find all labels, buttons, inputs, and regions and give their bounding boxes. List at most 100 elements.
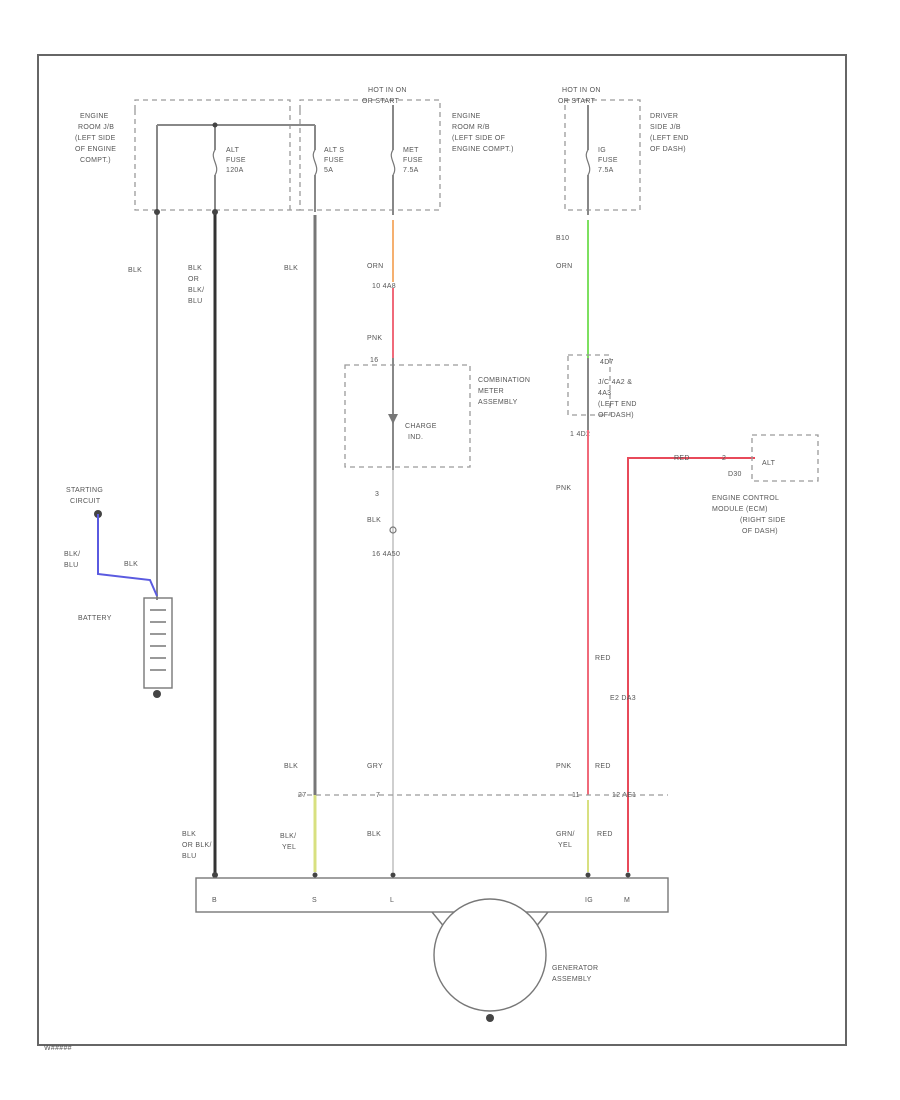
svg-text:7: 7 (376, 792, 380, 799)
charge-lamp-wire: 3 BLK 16 4A50 GRY BLK 7 (367, 470, 400, 872)
svg-text:COMPT.): COMPT.) (80, 157, 111, 164)
svg-text:16: 16 (370, 357, 378, 364)
engine-room-rb-label: ENGINE ROOM R/B (LEFT SIDE OF ENGINE COM… (452, 113, 514, 153)
svg-text:BLK: BLK (188, 265, 202, 272)
svg-text:GENERATOR: GENERATOR (552, 965, 598, 972)
svg-text:ORN: ORN (556, 263, 572, 270)
svg-text:J/C 4A2 &: J/C 4A2 & (598, 379, 632, 386)
svg-text:ENGINE: ENGINE (80, 113, 109, 120)
svg-text:IG: IG (585, 897, 593, 904)
svg-text:D30: D30 (728, 471, 742, 478)
svg-text:10 4A8: 10 4A8 (372, 283, 396, 290)
svg-text:120A: 120A (226, 167, 244, 174)
svg-text:BLK: BLK (367, 517, 381, 524)
driver-side-jb-label: DRIVER SIDE J/B (LEFT END OF DASH) (650, 113, 688, 153)
svg-text:OF DASH): OF DASH) (598, 412, 634, 419)
svg-text:7.5A: 7.5A (598, 167, 614, 174)
svg-text:(LEFT SIDE OF: (LEFT SIDE OF (452, 135, 505, 142)
alt-fuse: ALT FUSE 120A (212, 122, 246, 212)
svg-text:OR START: OR START (362, 98, 400, 105)
engine-room-jb-outline (134, 99, 300, 211)
svg-text:(LEFT SIDE: (LEFT SIDE (75, 135, 116, 142)
engine-control-module: ALT D30 ENGINE CONTROL MODULE (ECM) (RIG… (712, 434, 819, 535)
svg-text:FUSE: FUSE (324, 157, 344, 164)
svg-text:HOT IN ON: HOT IN ON (368, 87, 407, 94)
svg-text:OR: OR (188, 276, 199, 283)
alt-s-wire: BLK BLK BLK/ YEL 27 (280, 215, 317, 872)
junction-connector: 4D7 J/C 4A2 & 4A3 (LEFT END OF DASH) 1 4… (567, 354, 637, 438)
svg-text:OR START: OR START (558, 98, 596, 105)
alt-main-wire: BLK OR BLK/ BLU (188, 209, 218, 878)
svg-text:B10: B10 (556, 235, 569, 242)
ecm-red-wire: RED E2 DA3 RED 12 AE1 2 (597, 455, 755, 872)
svg-text:BLK: BLK (128, 267, 142, 274)
svg-text:BLK: BLK (124, 561, 138, 568)
svg-text:OF ENGINE: OF ENGINE (75, 146, 116, 153)
starting-circuit: STARTING CIRCUIT BLK/ BLU BLK (64, 487, 158, 597)
svg-text:ORN: ORN (367, 263, 383, 270)
generator-assembly: GENERATOR ASSEMBLY B S L IG M (195, 872, 669, 1022)
svg-text:MET: MET (403, 147, 419, 154)
svg-text:16 4A50: 16 4A50 (372, 551, 400, 558)
svg-text:M: M (624, 897, 630, 904)
svg-text:RED: RED (595, 763, 611, 770)
svg-text:ALT: ALT (226, 147, 240, 154)
svg-text:ROOM R/B: ROOM R/B (452, 124, 490, 131)
svg-text:DRIVER: DRIVER (650, 113, 678, 120)
engine-room-rb-outline (299, 99, 441, 211)
svg-text:ROOM J/B: ROOM J/B (78, 124, 114, 131)
svg-text:1 4D2: 1 4D2 (570, 431, 590, 438)
alt-main-wire-label-lower: BLK OR BLK/ BLU (182, 831, 211, 860)
diagram-frame (37, 54, 847, 1046)
svg-text:CHARGE: CHARGE (405, 423, 437, 430)
svg-text:BLK: BLK (367, 831, 381, 838)
svg-text:METER: METER (478, 388, 504, 395)
svg-text:3: 3 (375, 491, 379, 498)
svg-text:(LEFT END: (LEFT END (598, 401, 637, 408)
svg-text:BLU: BLU (64, 562, 79, 569)
ig-red-wire: PNK RED PNK RED GRN/ YEL 11 (556, 430, 611, 872)
svg-text:5A: 5A (324, 167, 333, 174)
svg-text:ENGINE COMPT.): ENGINE COMPT.) (452, 146, 514, 153)
svg-text:ASSEMBLY: ASSEMBLY (478, 399, 518, 406)
svg-text:BLK: BLK (182, 831, 196, 838)
svg-text:COMBINATION: COMBINATION (478, 377, 530, 384)
svg-text:S: S (312, 897, 317, 904)
svg-text:4A3: 4A3 (598, 390, 611, 397)
svg-text:BATTERY: BATTERY (78, 615, 112, 622)
svg-text:FUSE: FUSE (403, 157, 423, 164)
svg-text:RED: RED (595, 655, 611, 662)
svg-text:PNK: PNK (367, 335, 382, 342)
svg-text:BLU: BLU (182, 853, 197, 860)
svg-text:11: 11 (572, 792, 580, 799)
svg-text:FUSE: FUSE (598, 157, 618, 164)
svg-text:(RIGHT SIDE: (RIGHT SIDE (740, 517, 786, 524)
svg-text:7.5A: 7.5A (403, 167, 419, 174)
svg-text:BLK: BLK (284, 763, 298, 770)
svg-text:ENGINE: ENGINE (452, 113, 481, 120)
svg-text:OF DASH): OF DASH) (650, 146, 686, 153)
diagram-code: W##### (44, 1045, 72, 1052)
hot-label-2: HOT IN ON OR START (558, 87, 600, 105)
svg-text:BLK/: BLK/ (64, 551, 80, 558)
battery-blk-wire: BLK (128, 209, 160, 600)
svg-text:BLK: BLK (284, 265, 298, 272)
svg-text:2: 2 (722, 455, 726, 462)
svg-text:ALT: ALT (762, 460, 776, 467)
svg-text:E2 DA3: E2 DA3 (610, 695, 636, 702)
top-bus-wire (156, 124, 315, 212)
svg-text:BLK/: BLK/ (188, 287, 204, 294)
combination-meter-assembly: COMBINATION METER ASSEMBLY 16 (344, 357, 530, 470)
hot-label-1: HOT IN ON OR START (362, 87, 407, 105)
met-wire: ORN 10 4A8 PNK (367, 220, 396, 358)
svg-text:4D7: 4D7 (600, 359, 614, 366)
svg-text:ENGINE CONTROL: ENGINE CONTROL (712, 495, 779, 502)
svg-text:RED: RED (597, 831, 613, 838)
svg-text:SIDE J/B: SIDE J/B (650, 124, 681, 131)
svg-text:PNK: PNK (556, 763, 571, 770)
svg-text:STARTING: STARTING (66, 487, 103, 494)
svg-text:GRN/: GRN/ (556, 831, 575, 838)
svg-text:MODULE (ECM): MODULE (ECM) (712, 506, 768, 513)
alt-s-fuse: ALT S FUSE 5A (312, 125, 344, 212)
